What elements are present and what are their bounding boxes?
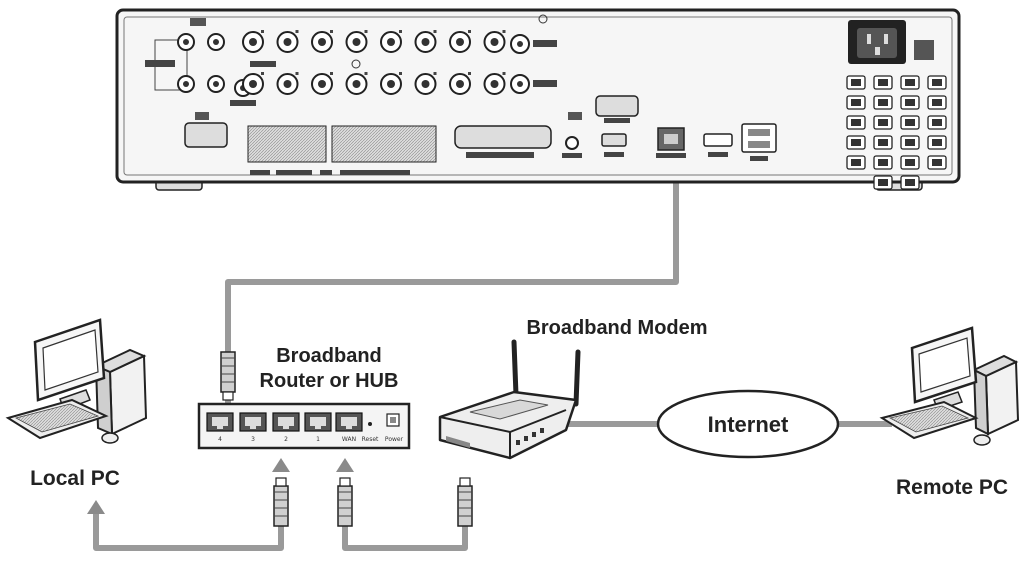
power-label: Power (385, 436, 404, 443)
dvr-to-router-cable (225, 150, 679, 410)
internet-cloud-icon (656, 389, 840, 459)
remote-pc-icon (879, 326, 1020, 446)
router-port-wan: WAN (335, 412, 363, 443)
rj45-connector-icon (337, 477, 353, 527)
local-pc-label: Local PC (30, 467, 120, 490)
router-port-label: 1 (316, 436, 320, 443)
local-pc-icon (5, 318, 148, 444)
cables (93, 150, 892, 551)
router-label-line-1: Broadband (276, 345, 382, 367)
router-port-4: 4 (206, 412, 234, 443)
up-arrow-icon (87, 500, 105, 514)
router-port-label: 3 (251, 436, 255, 443)
video-in-row-1 (242, 30, 506, 53)
router-wan-to-modem-cable (342, 492, 468, 551)
up-arrow-icon (272, 458, 290, 472)
arrows (87, 458, 354, 514)
router-port-1: 1 (304, 412, 332, 443)
rj45-connector-icon (220, 351, 236, 401)
router-port-label: 4 (218, 436, 222, 443)
reset-hole (368, 422, 372, 426)
up-arrow-icon (336, 458, 354, 472)
modem-label: Broadband Modem (526, 317, 707, 339)
router-port-2: 2 (272, 412, 300, 443)
router-icon: 4 3 2 1 WAN Reset Power (197, 402, 411, 450)
video-in-row-2 (242, 72, 506, 95)
router-label-line-2: Router or HUB (260, 370, 399, 392)
dvr-rear-panel (115, 8, 961, 191)
router-to-local-pc-cable (93, 494, 284, 551)
dvr-vent-grid (846, 75, 947, 190)
rj45-connector-icon (457, 477, 473, 527)
internet-label: Internet (708, 412, 789, 437)
reset-label: Reset (362, 436, 379, 443)
rj45-connector-icon (273, 477, 289, 527)
router-port-label: 2 (284, 436, 288, 443)
router-port-label: WAN (342, 436, 356, 443)
router-port-3: 3 (239, 412, 267, 443)
rj45-connectors (220, 351, 473, 527)
modem-icon (438, 339, 581, 460)
remote-pc-label: Remote PC (896, 476, 1008, 499)
